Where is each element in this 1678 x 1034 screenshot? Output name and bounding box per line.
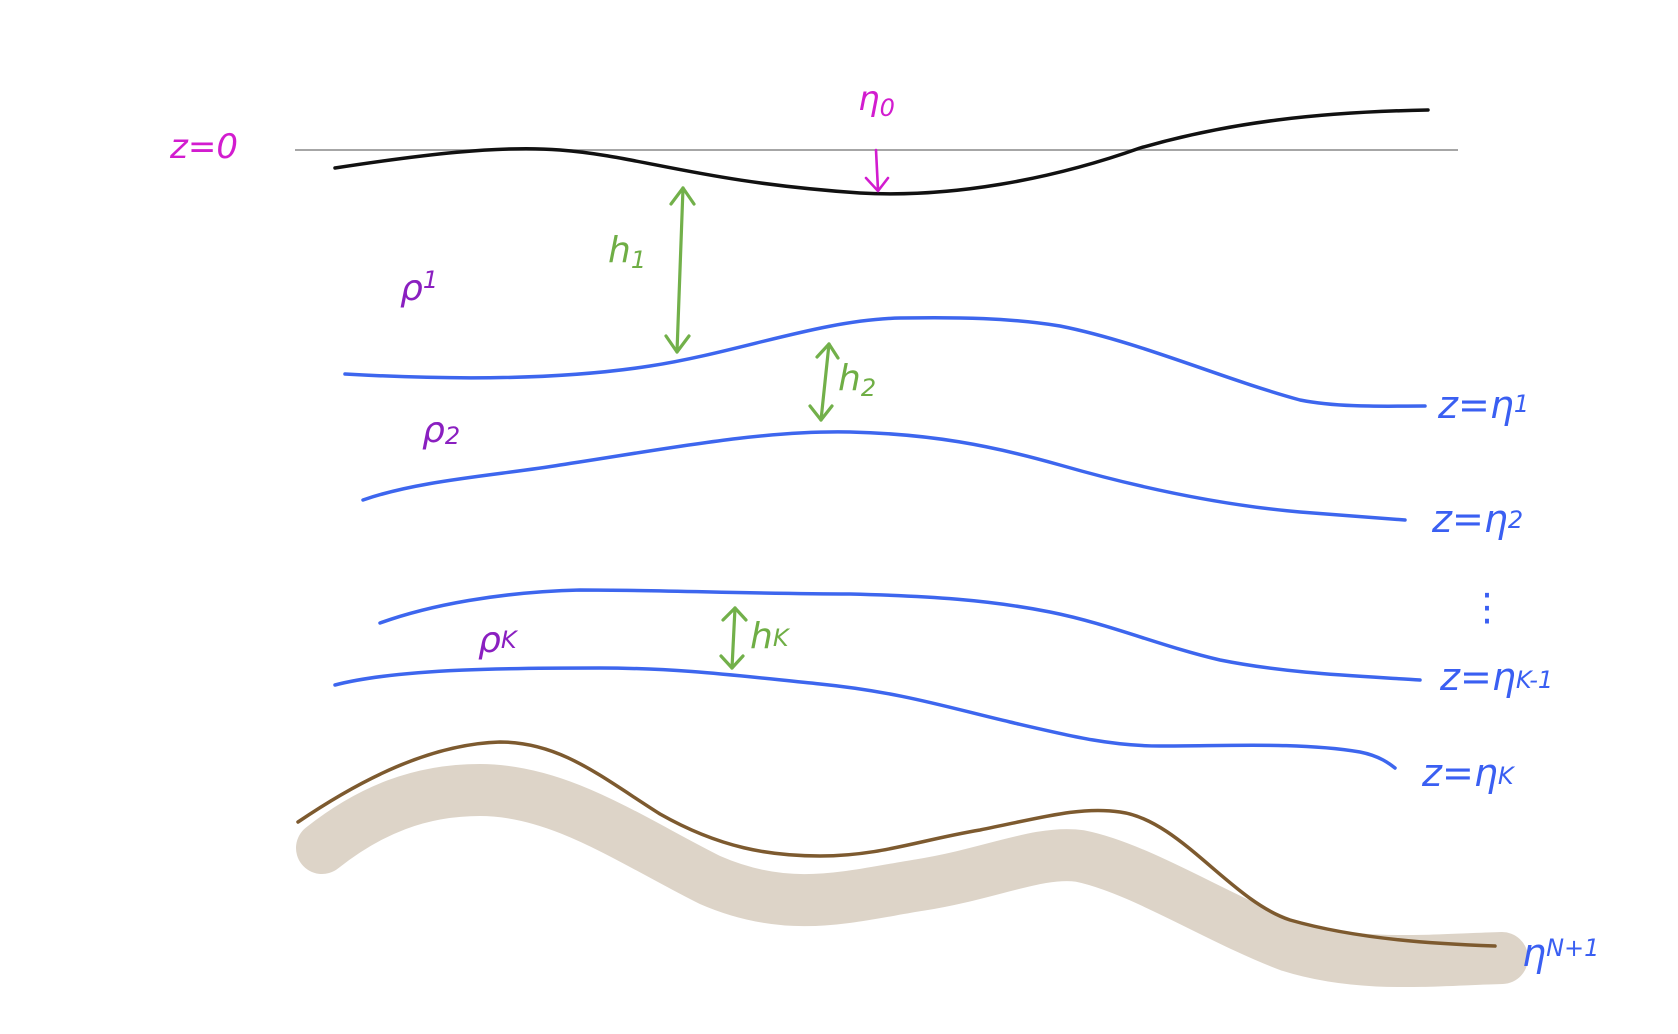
hk-double-arrow: [719, 606, 748, 670]
interface-eta-k-minus-1: [378, 588, 1422, 682]
interface-eta1: [343, 315, 1427, 408]
h2-double-arrow: [808, 342, 840, 422]
free-surface-eta0: [333, 108, 1430, 196]
bottom-topography-eta-n-plus-1: [296, 740, 1497, 948]
z-eta2-label: z=η2: [1431, 497, 1523, 541]
rho2-label: ρ2: [422, 410, 460, 451]
bottom-topography-band: [296, 764, 1528, 988]
z0-label: z=0: [169, 127, 238, 167]
eta0-label: η0: [858, 79, 895, 122]
h1-label: h1: [608, 230, 646, 274]
z-eta1-label: z=η1: [1437, 383, 1529, 427]
rho1-label: ρ1: [400, 266, 438, 309]
h2-label: h2: [838, 358, 876, 402]
rhok-label: ρK: [478, 620, 519, 661]
interface-eta2: [361, 430, 1407, 522]
h1-double-arrow: [664, 186, 696, 354]
ellipsis-dots: ⋮: [1468, 585, 1506, 629]
z-eta-k-label: z=ηK: [1421, 751, 1516, 795]
eta0-pointer-arrow: [864, 148, 890, 193]
hk-label: hK: [750, 616, 791, 657]
eta-n-plus-1-label: ηN+1: [1522, 931, 1599, 975]
z-eta-k-minus-1-label: z=ηK-1: [1439, 655, 1553, 699]
interface-eta-k: [333, 666, 1397, 770]
